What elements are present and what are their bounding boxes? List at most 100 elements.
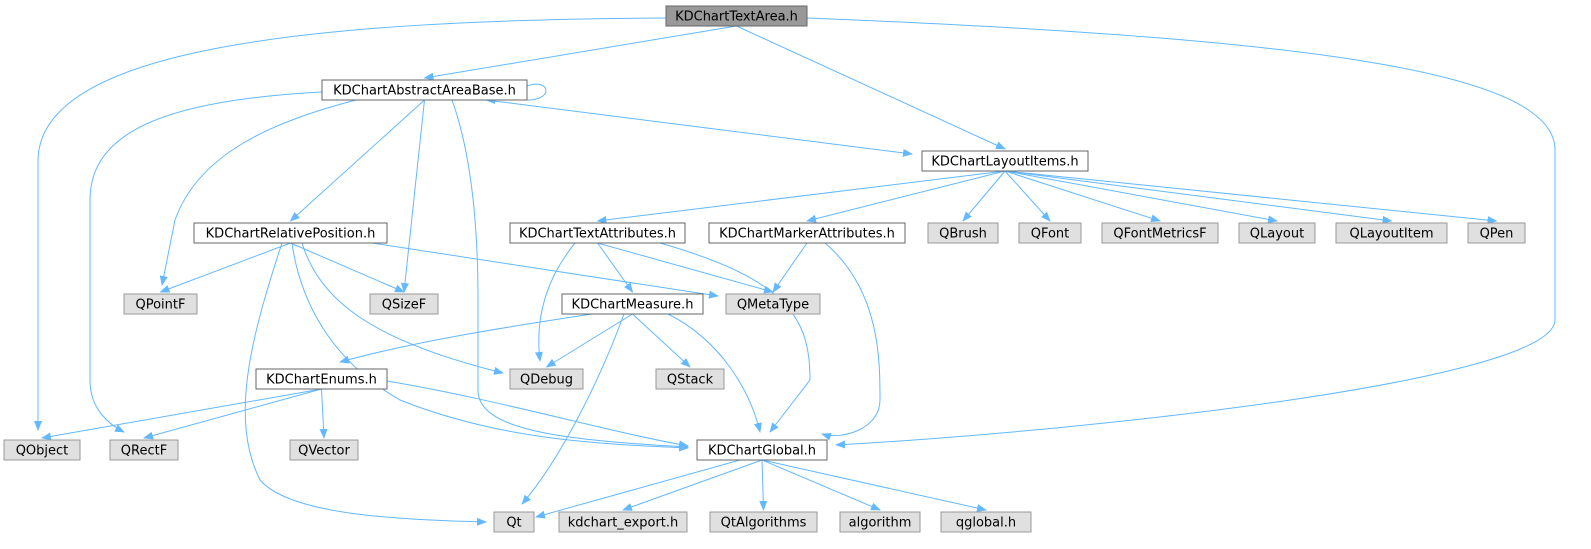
edge-textattr-to-measure <box>597 242 634 293</box>
node-abstractarea[interactable]: KDChartAbstractAreaBase.h <box>321 79 528 101</box>
node-label: QtAlgorithms <box>721 516 807 531</box>
edge-measure-to-qt <box>521 313 625 505</box>
node-label: QBrush <box>939 227 987 242</box>
edge-layoutitems-to-qlayoutitem <box>1004 170 1393 224</box>
edge-abstractarea-to-qpointf <box>159 99 357 286</box>
node-qpen: QPen <box>1467 222 1526 244</box>
node-qtalgorithms: QtAlgorithms <box>709 511 818 533</box>
edge-abstractarea-to-qsizef <box>400 99 425 293</box>
node-qfont: QFont <box>1018 222 1082 244</box>
node-box <box>696 439 828 461</box>
edge-relpos-to-qsizef <box>290 242 405 293</box>
node-label: qglobal.h <box>956 516 1016 531</box>
node-measure[interactable]: KDChartMeasure.h <box>561 293 704 315</box>
node-textarea[interactable]: KDChartTextArea.h <box>665 5 808 27</box>
node-qmetatype: QMetaType <box>725 293 821 315</box>
node-qvector: QVector <box>289 439 359 461</box>
node-box <box>1238 222 1316 244</box>
node-label: KDChartTextAttributes.h <box>519 227 676 242</box>
edge-relpos-to-qpointf <box>159 242 291 293</box>
node-box <box>708 222 906 244</box>
node-qglobal: qglobal.h <box>940 511 1032 533</box>
node-label: QSizeF <box>382 298 426 313</box>
node-box <box>561 293 704 315</box>
edge-enums-to-qobject <box>41 388 322 441</box>
node-label: KDChartMarkerAttributes.h <box>719 227 895 242</box>
node-box <box>123 293 198 315</box>
node-label: QPen <box>1480 227 1514 242</box>
node-box <box>709 511 818 533</box>
node-box <box>289 439 359 461</box>
node-box <box>1335 222 1448 244</box>
edge-textattr-to-qdebug <box>534 242 576 362</box>
node-markerattr[interactable]: KDChartMarkerAttributes.h <box>708 222 906 244</box>
edge-markerattr-to-global <box>821 242 881 441</box>
node-textattr[interactable]: KDChartTextAttributes.h <box>509 222 686 244</box>
edge-relpos-to-global <box>291 242 689 452</box>
node-qt: Qt <box>493 511 535 533</box>
node-qrectf: QRectF <box>109 439 179 461</box>
node-qpointf: QPointF <box>123 293 198 315</box>
node-qdebug: QDebug <box>509 368 584 390</box>
edge-measure-to-enums <box>339 313 593 364</box>
node-qlayoutitem: QLayoutItem <box>1335 222 1448 244</box>
node-label: QDebug <box>520 373 573 388</box>
node-box <box>921 150 1089 172</box>
edge-measure-to-qdebug <box>545 313 633 368</box>
edge-layoutitems-to-textattr <box>596 170 1006 224</box>
edge-enums-to-qrectf <box>143 388 322 440</box>
node-label: QObject <box>16 444 69 459</box>
node-label: QFontMetricsF <box>1113 227 1206 242</box>
node-box <box>509 368 584 390</box>
edge-layoutitems-to-qbrush <box>962 170 1006 222</box>
node-box <box>509 222 686 244</box>
node-qsizef: QSizeF <box>369 293 439 315</box>
node-enums[interactable]: KDChartEnums.h <box>255 368 388 390</box>
node-box <box>655 368 725 390</box>
edge-textarea-to-abstractarea <box>423 25 737 81</box>
node-box <box>1018 222 1082 244</box>
node-label: KDChartLayoutItems.h <box>931 155 1078 170</box>
edge-layoutitems-to-qfont <box>1004 170 1051 222</box>
node-box <box>193 222 388 244</box>
node-box <box>839 511 921 533</box>
node-label: QStack <box>667 373 714 388</box>
edge-relpos-to-qt <box>244 242 487 526</box>
edge-enums-to-global <box>386 380 689 449</box>
node-box <box>665 5 808 27</box>
node-label: KDChartEnums.h <box>266 373 377 388</box>
node-label: QVector <box>298 444 350 459</box>
edge-textarea-to-layoutitems <box>736 25 1006 150</box>
edge-abstractarea-to-relpos <box>289 99 425 222</box>
node-kdchartexport: kdchart_export.h <box>558 511 688 533</box>
node-box <box>369 293 439 315</box>
node-box <box>927 222 999 244</box>
edge-textattr-to-qmetatype <box>597 242 774 294</box>
node-label: KDChartMeasure.h <box>572 298 694 313</box>
node-box <box>321 79 528 101</box>
node-qbrush: QBrush <box>927 222 999 244</box>
edge-textarea-to-global <box>806 17 1556 449</box>
edge-measure-to-global <box>667 313 762 433</box>
node-label: QLayoutItem <box>1349 227 1433 242</box>
node-box <box>1101 222 1219 244</box>
edge-layoutitems-to-qfontmetricsf <box>1004 170 1161 223</box>
node-label: QRectF <box>121 444 167 459</box>
node-label: QLayout <box>1250 227 1304 242</box>
edges-layer <box>34 17 1556 526</box>
node-label: algorithm <box>849 516 912 531</box>
edge-enums-to-qvector <box>319 388 328 439</box>
node-label: KDChartGlobal.h <box>708 444 816 459</box>
edge-abstractarea-to-global <box>451 99 689 451</box>
nodes-layer: KDChartTextArea.hKDChartAbstractAreaBase… <box>3 5 1526 533</box>
node-box <box>3 439 81 461</box>
node-box <box>109 439 179 461</box>
edge-abstractarea-to-abstractarea <box>485 83 547 104</box>
edge-layoutitems-to-qlayout <box>1004 170 1278 224</box>
node-relpos[interactable]: KDChartRelativePosition.h <box>193 222 388 244</box>
node-global[interactable]: KDChartGlobal.h <box>696 439 828 461</box>
node-layoutitems[interactable]: KDChartLayoutItems.h <box>921 150 1089 172</box>
node-label: KDChartTextArea.h <box>675 10 798 25</box>
node-box <box>255 368 388 390</box>
